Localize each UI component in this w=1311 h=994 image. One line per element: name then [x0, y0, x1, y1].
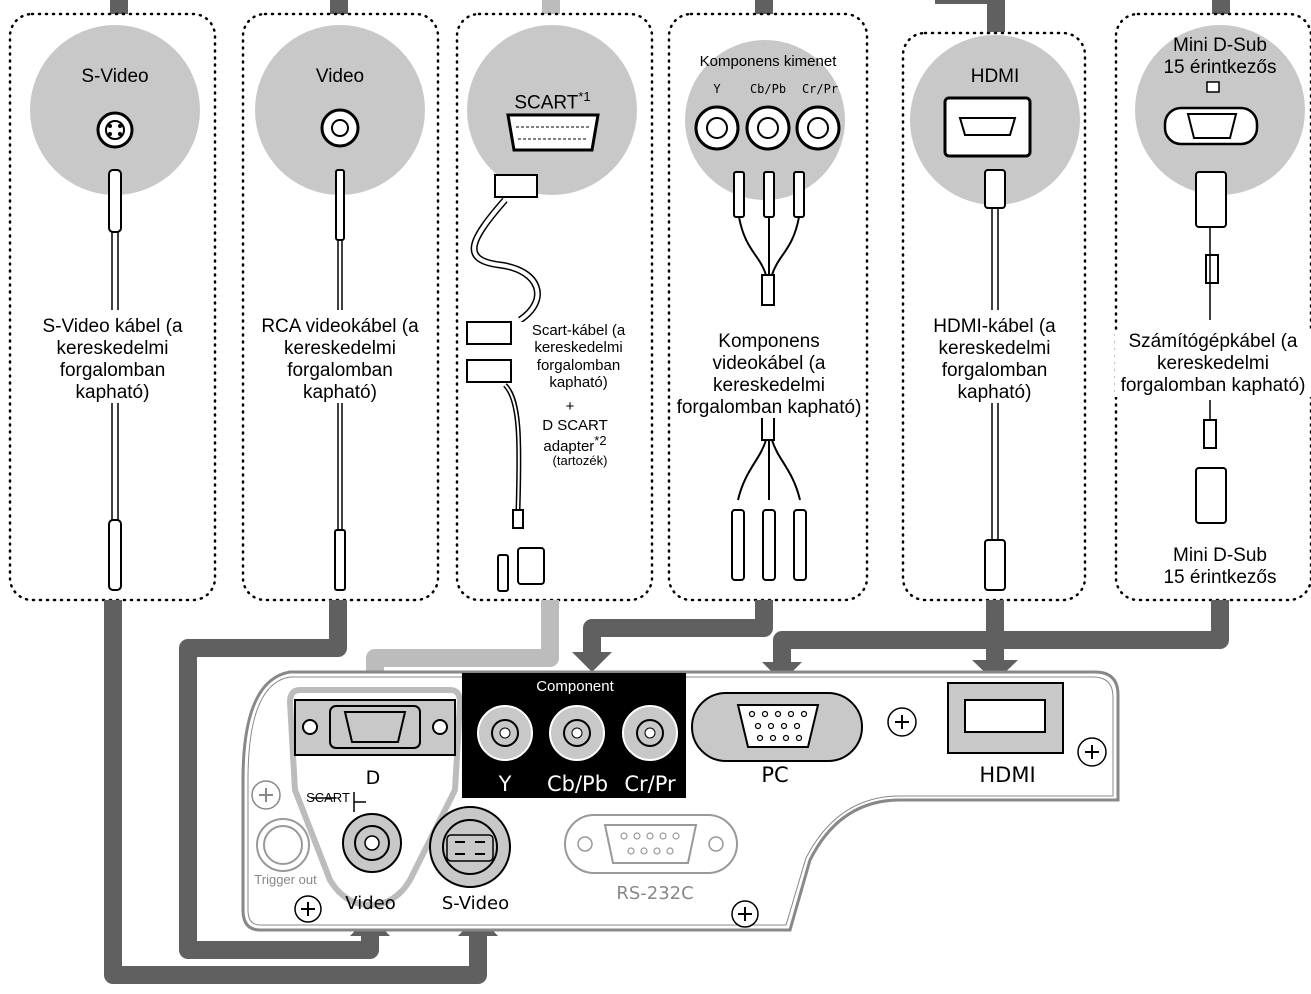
- scart-source: [466, 113, 600, 592]
- panel-cr-label: Cr/Pr: [624, 772, 676, 796]
- component-plug-y-icon: [731, 509, 745, 581]
- scart-highlight-outline: [286, 687, 464, 909]
- panel-scart-label: SCART: [306, 790, 350, 805]
- scart-connector-label: SCART*1: [490, 89, 615, 114]
- rca-plug-bottom-icon: [334, 529, 346, 591]
- d-scart-adapter-accessory: (tartozék): [552, 453, 608, 468]
- hdmi-source: [943, 96, 1032, 591]
- panel-y-label: Y: [498, 772, 512, 796]
- routing-cables: [104, 600, 1229, 984]
- component-jack-y-label: Y: [713, 82, 721, 96]
- adapter-plug-end-icon: [517, 547, 545, 585]
- video-route: [179, 600, 379, 959]
- source-box-video: [241, 12, 440, 602]
- component-plug-cb-icon: [762, 509, 776, 581]
- video-cable-label: RCA videokábel (a kereskedelmi forgalomb…: [250, 316, 430, 404]
- component-plug-cr-icon: [793, 509, 807, 581]
- panel-rs232-label: RS-232C: [616, 883, 694, 904]
- scart-plus: +: [565, 398, 575, 415]
- scart-plug-bottom-icon: [466, 321, 512, 345]
- source-boxes: [8, 12, 1311, 602]
- scart-footnote-2: *2: [594, 433, 607, 449]
- svideo-plug-top-icon: [108, 169, 122, 233]
- panel-component-title: Component: [536, 678, 614, 695]
- source-box-svideo: [8, 12, 217, 602]
- component-route: [583, 600, 773, 655]
- dsub-plug-top-icon: [1195, 171, 1227, 228]
- panel-pc-label: PC: [761, 763, 789, 787]
- hdmi-cable-label: HDMI-kábel (a kereskedelmi forgalomban k…: [912, 316, 1077, 404]
- component-connector-label: Komponens kimenet: [699, 53, 837, 70]
- top-cable-stubs: [110, 0, 1230, 32]
- scart-cable-label: Scart-kábel (a kereskedelmi forgalomban …: [512, 322, 645, 391]
- hdmi-plug-top-icon: [984, 169, 1006, 209]
- svideo-plug-bottom-icon: [108, 519, 122, 591]
- component-jack-cr-label: Cr/Pr: [801, 82, 839, 96]
- dsub-plug-bottom-icon: [1195, 467, 1227, 524]
- component-jack-cb-label: Cb/Pb: [749, 82, 787, 96]
- projector-panel: [241, 670, 1120, 932]
- pc-cable-label: Számítógépkábel (a kereskedelmi forgalom…: [1115, 331, 1311, 397]
- scart-plug-top-icon: [494, 174, 538, 198]
- svideo-route: [104, 600, 487, 984]
- panel-hdmi-label: HDMI: [979, 763, 1036, 787]
- svideo-connector-label: S-Video: [81, 66, 149, 87]
- panel-cb-label: Cb/Pb: [546, 772, 609, 796]
- source-box-scart: [455, 12, 654, 602]
- scart-connector-text: SCART: [514, 92, 579, 114]
- connector-circles: [30, 25, 1305, 205]
- video-source: [320, 108, 360, 591]
- rca-plug-top-icon: [335, 169, 345, 241]
- hdmi-connector-label: HDMI: [970, 66, 1020, 87]
- scart-footnote-1: *1: [578, 89, 591, 104]
- svideo-source: [96, 111, 134, 591]
- svideo-cable-label: S-Video kábel (a kereskedelmi forgalomba…: [30, 316, 195, 404]
- d-scart-adapter-label: D SCART adapter*2: [525, 417, 625, 456]
- dsub-connector-label: Mini D-Sub 15 érintkezős: [1163, 35, 1277, 78]
- panel-svideo-label: S-Video: [441, 893, 510, 914]
- hdmi-plug-bottom-icon: [984, 539, 1006, 591]
- panel-d-label: D: [365, 767, 381, 789]
- component-cable-label: Komponens videokábel (a kereskedelmi for…: [675, 331, 863, 419]
- scart-route: [366, 600, 559, 680]
- video-connector-label: Video: [315, 66, 365, 87]
- dsub-end-label: Mini D-Sub 15 érintkezős: [1163, 545, 1277, 588]
- pc-source: [1163, 81, 1259, 524]
- scart-socket-icon: [506, 113, 600, 152]
- d-scart-adapter-text: D SCART adapter: [542, 417, 608, 456]
- d-scart-adapter-icon: [466, 359, 512, 383]
- source-box-pc: [1114, 12, 1311, 602]
- panel-trigger-label: Trigger out: [254, 872, 317, 887]
- panel-video-label: Video: [345, 893, 396, 914]
